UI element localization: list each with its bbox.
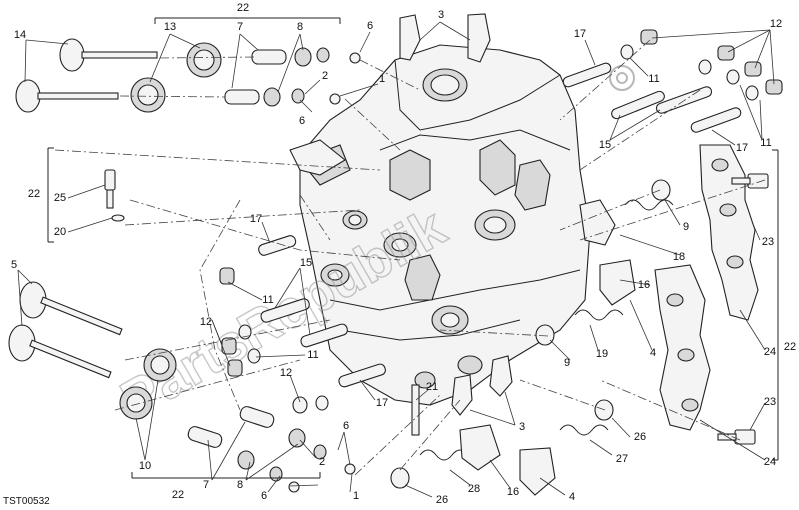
callout-10: 10 — [139, 460, 151, 472]
callout-labels: 22 13 7 8 6 14 2 6 1 3 17 11 12 15 17 11… — [11, 2, 796, 506]
valve-seats-top — [130, 42, 222, 113]
callout-1-top: 1 — [379, 73, 385, 85]
callout-14: 14 — [14, 29, 26, 41]
dowel-pins-left — [258, 235, 386, 388]
callout-9-mid: 9 — [564, 357, 570, 369]
callout-4-bottom: 4 — [569, 491, 575, 503]
callout-4-right: 4 — [650, 347, 656, 359]
callout-17-right: 17 — [736, 142, 748, 154]
rocker-arms-top — [289, 13, 491, 176]
callout-11-left: 11 — [262, 294, 273, 306]
callout-22-top: 22 — [237, 2, 249, 14]
callout-16-bottom: 16 — [507, 486, 519, 498]
bolt-washer — [104, 169, 125, 222]
callout-11-top: 11 — [648, 73, 659, 85]
callout-8-bottom: 8 — [237, 479, 243, 491]
callout-6-top: 6 — [367, 20, 373, 32]
rocker-springs — [390, 179, 674, 496]
callout-22-left: 22 — [28, 188, 40, 200]
callout-6-mid: 6 — [299, 115, 305, 127]
group-brackets — [47, 17, 779, 479]
callout-9-right: 9 — [683, 221, 689, 233]
callout-17-left: 17 — [250, 213, 262, 225]
callout-6-bottom-b: 6 — [261, 490, 267, 502]
camshaft-caps — [654, 144, 759, 431]
dowel-pins-top-right — [562, 62, 742, 133]
callout-5: 5 — [11, 259, 17, 271]
callout-26-bottom: 26 — [436, 494, 448, 506]
caps-top-right — [620, 29, 783, 101]
callout-23-bottom: 23 — [764, 396, 776, 408]
callout-27: 27 — [616, 453, 628, 465]
leader-lines — [17, 21, 775, 498]
caps-left — [219, 267, 329, 414]
callout-8-top: 8 — [297, 21, 303, 33]
callout-11-right: 11 — [760, 137, 771, 149]
cylinder-head — [299, 44, 591, 406]
reference-code: TST00532 — [3, 496, 50, 507]
exhaust-valves — [15, 38, 158, 113]
callout-7-top: 7 — [237, 21, 243, 33]
callout-12-mid: 12 — [280, 367, 292, 379]
callout-18: 18 — [673, 251, 685, 263]
callout-2-top: 2 — [322, 70, 328, 82]
callout-20: 20 — [54, 226, 66, 238]
callout-3-bottom: 3 — [519, 421, 525, 433]
callout-15-top: 15 — [599, 139, 611, 151]
callout-7-bottom: 7 — [203, 479, 209, 491]
callout-25: 25 — [54, 192, 66, 204]
callout-13: 13 — [164, 21, 176, 33]
callout-12-top: 12 — [770, 18, 782, 30]
callout-24-bottom: 24 — [764, 456, 776, 468]
callout-23-top: 23 — [762, 236, 774, 248]
intake-valves — [8, 281, 123, 379]
callout-24-top: 24 — [764, 346, 776, 358]
callout-16-right: 16 — [638, 279, 650, 291]
callout-1-bottom: 1 — [353, 490, 359, 502]
callout-26-right: 26 — [634, 431, 646, 443]
assembly-lines — [54, 39, 766, 476]
valve-guides-bottom — [187, 406, 356, 493]
callout-28: 28 — [468, 483, 480, 495]
callout-21: 21 — [426, 381, 438, 393]
callout-3-top: 3 — [438, 9, 444, 21]
gear-icon — [609, 65, 635, 91]
callout-12-left: 12 — [200, 316, 212, 328]
valve-seats-bottom — [119, 348, 177, 420]
callout-17-top: 17 — [574, 28, 586, 40]
callout-22-right: 22 — [784, 341, 796, 353]
callout-11-mid: 11 — [307, 349, 318, 361]
callout-17-mid: 17 — [376, 397, 388, 409]
callout-6-bottom-a: 6 — [343, 420, 349, 432]
callout-22-bottom: 22 — [172, 489, 184, 501]
callout-2-bottom: 2 — [319, 456, 325, 468]
valve-guides-top — [224, 47, 361, 107]
callout-15-left: 15 — [300, 257, 312, 269]
callout-19: 19 — [596, 348, 608, 360]
